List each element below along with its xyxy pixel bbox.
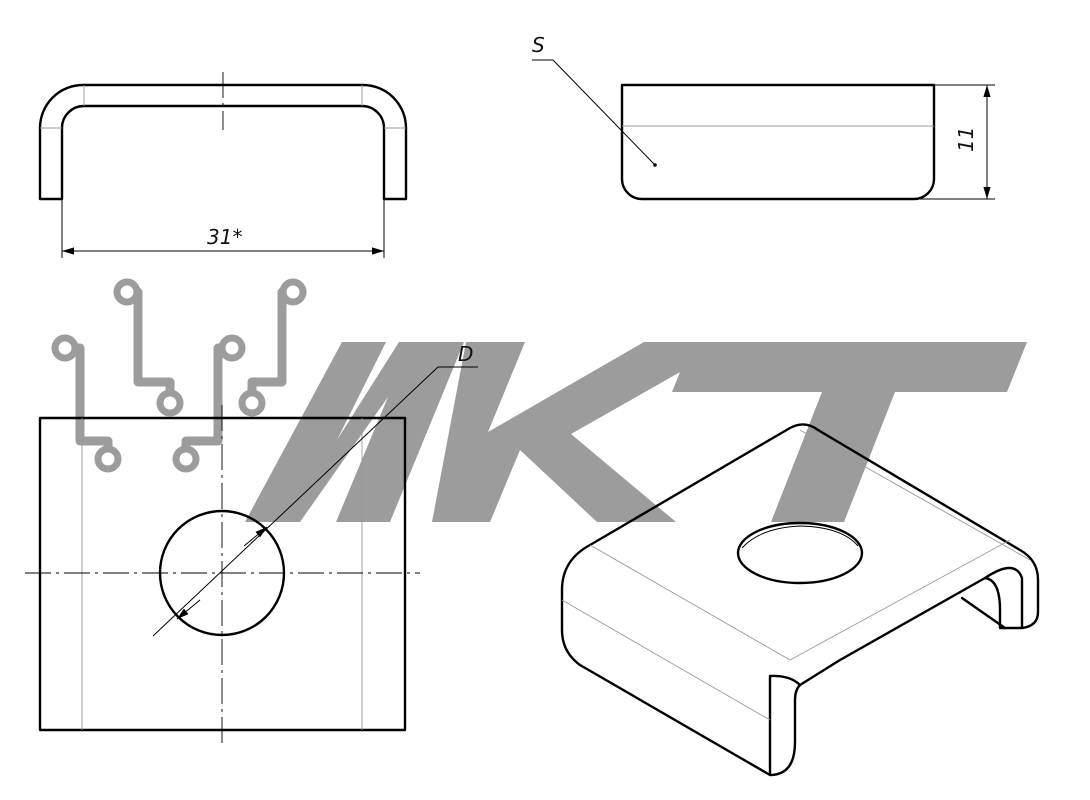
height-dimension-label: 11	[954, 127, 978, 152]
watermark-mark-icon	[51, 278, 307, 473]
isometric-view	[560, 423, 1040, 777]
hole-diameter-label: D	[458, 342, 473, 366]
front-view: 31*	[38, 72, 408, 258]
watermark-logo	[51, 278, 1027, 522]
side-view: 11 S	[532, 33, 995, 201]
width-dimension-label: 31*	[207, 225, 242, 249]
thickness-label: S	[532, 33, 545, 57]
top-view: D	[25, 342, 478, 745]
watermark-text	[245, 342, 1027, 522]
